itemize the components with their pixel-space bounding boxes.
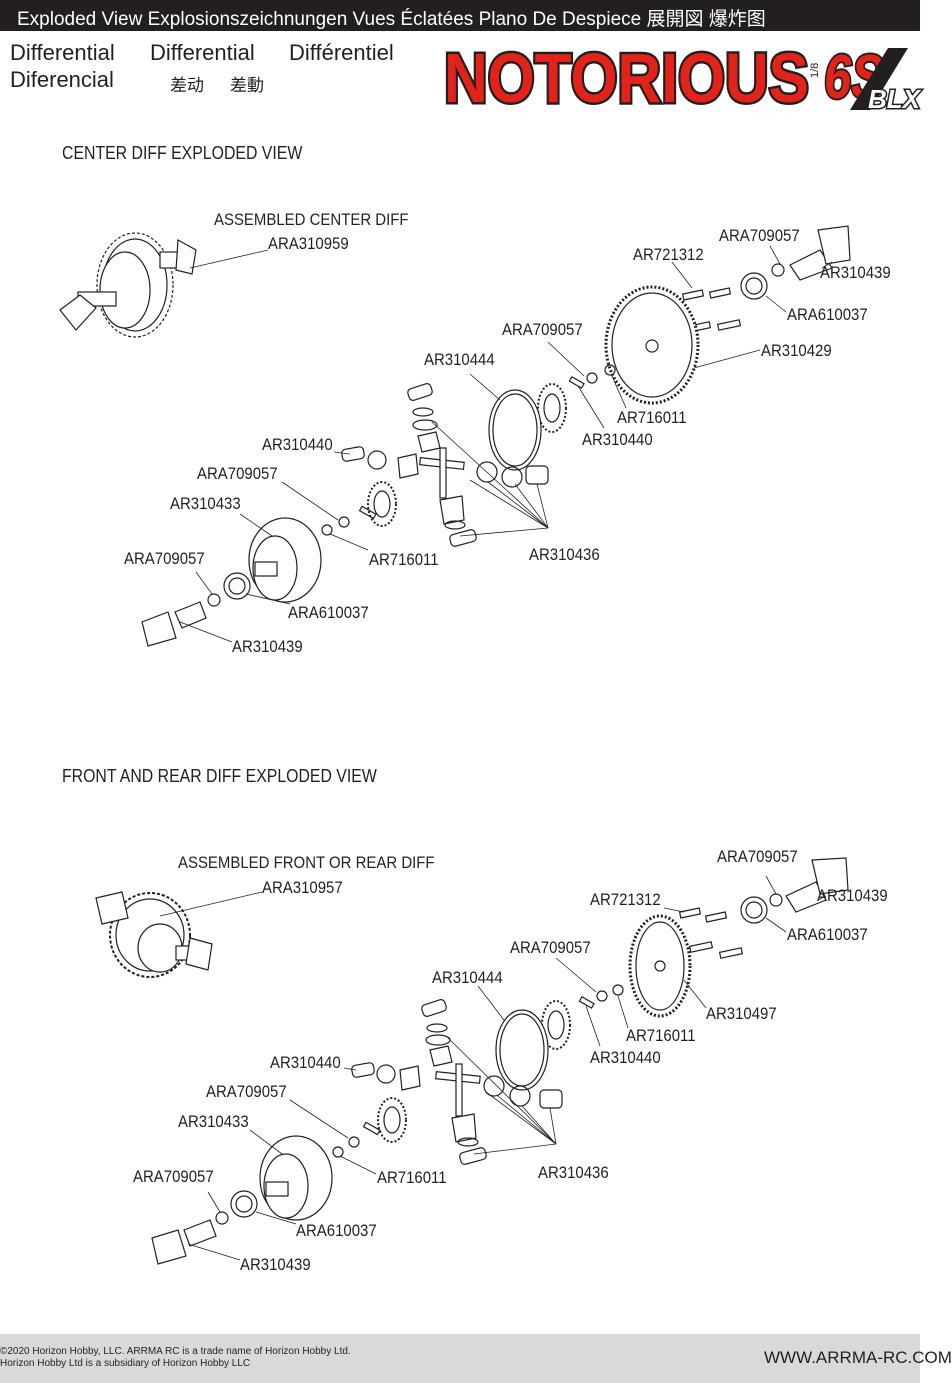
center-gasket <box>488 389 542 471</box>
fr-callout-AR310439-b: AR310439 <box>240 1255 311 1274</box>
fr-pin-left <box>362 1121 381 1136</box>
fr-callout-AR310433: AR310433 <box>178 1112 249 1131</box>
logo-suffix: BLX <box>868 84 922 114</box>
center-bearing-right <box>740 272 768 300</box>
fr-callout-ARA709057-c: ARA709057 <box>206 1082 287 1101</box>
center-assembled-label: ASSEMBLED CENTER DIFF <box>214 210 409 229</box>
center-diff-title: CENTER DIFF EXPLODED VIEW <box>62 143 303 163</box>
center-large-bevel-gear <box>537 383 567 433</box>
fr-callout-AR310444: AR310444 <box>432 968 503 987</box>
fr-callout-AR310436: AR310436 <box>538 1163 609 1182</box>
title-en: Differential <box>10 40 115 65</box>
fr-callout-ARA709057-b: ARA709057 <box>510 938 591 957</box>
center-callout-ARA709057-c: ARA709057 <box>197 464 278 483</box>
fr-callout-AR310440-a: AR310440 <box>590 1048 661 1067</box>
front-rear-diff-diagram <box>95 857 849 1265</box>
fr-gasket <box>495 1009 549 1091</box>
fr-callout-ARA310957: ARA310957 <box>262 878 343 897</box>
fr-callout-ARA709057-d: ARA709057 <box>133 1167 214 1186</box>
center-shim-left <box>338 516 350 528</box>
center-callout-ARA310959: ARA310959 <box>268 234 349 253</box>
center-callout-AR310439-b: AR310439 <box>232 637 303 656</box>
center-callout-AR721312: AR721312 <box>633 245 704 264</box>
center-washer-mid <box>586 372 598 384</box>
center-assembled-diff <box>59 232 197 338</box>
center-shim-outer <box>207 593 221 607</box>
center-callout-AR310429: AR310429 <box>761 341 832 360</box>
center-callout-ARA610037-a: ARA610037 <box>787 305 868 324</box>
logo-scale: 1/8 <box>809 63 821 78</box>
center-callout-AR310440-b: AR310440 <box>262 435 333 454</box>
center-washer-left <box>321 524 333 536</box>
header-bar: Exploded View Explosionszeichnungen Vues… <box>0 0 920 31</box>
title-fr: Différentiel <box>289 40 394 65</box>
fr-shim-mid <box>612 984 624 996</box>
fr-callout-ARA709057-a: ARA709057 <box>717 847 798 866</box>
fr-ring-gear <box>628 914 692 1018</box>
center-diff-case <box>248 517 322 603</box>
fr-callout-AR310440-b: AR310440 <box>270 1053 341 1072</box>
title-es: Diferencial <box>10 67 114 92</box>
fr-bearing-right <box>740 896 768 924</box>
logo-word: NOTORIOUS <box>444 39 809 117</box>
center-shim-mid <box>604 364 616 376</box>
fr-leader-lines <box>159 875 827 1261</box>
center-pin-mid <box>568 375 585 389</box>
fr-diff-case <box>259 1135 333 1221</box>
footer-website-link[interactable]: WWW.ARRMA-RC.COM <box>764 1348 952 1367</box>
fr-bearing-left <box>230 1190 258 1218</box>
front-rear-assembled-label: ASSEMBLED FRONT OR REAR DIFF <box>178 853 435 872</box>
fr-shim-left <box>348 1136 360 1148</box>
title-ja: 差動 <box>230 76 264 95</box>
fr-shim-right <box>769 893 783 907</box>
center-small-bevel-gear <box>367 481 397 527</box>
fr-screws <box>678 907 744 959</box>
center-callout-ARA709057-b: ARA709057 <box>502 320 583 339</box>
header-bar-text: Exploded View Explosionszeichnungen Vues… <box>17 9 766 30</box>
front-rear-diff-title: FRONT AND REAR DIFF EXPLODED VIEW <box>62 766 377 786</box>
center-diff-diagram <box>59 225 851 647</box>
center-callout-AR310439-a: AR310439 <box>820 263 891 282</box>
center-callout-AR310444: AR310444 <box>424 350 495 369</box>
title-zh: 差动 <box>170 76 204 95</box>
center-callout-AR310440-a: AR310440 <box>582 430 653 449</box>
logo-slash <box>850 48 908 110</box>
center-callout-AR310436: AR310436 <box>529 545 600 564</box>
center-spur-gear <box>604 285 700 405</box>
fr-output-cup-right <box>785 857 849 913</box>
title-de: Differential <box>150 40 255 65</box>
fr-callout-ARA610037-a: ARA610037 <box>787 925 868 944</box>
center-output-cup-left <box>141 601 207 647</box>
center-screws <box>681 287 742 333</box>
center-leader-lines <box>179 245 833 643</box>
center-callout-AR716011-b: AR716011 <box>369 550 439 569</box>
footer-copyright-line-2: Horizon Hobby Ltd is a subsidiary of Hor… <box>0 1358 251 1369</box>
fr-callout-ARA610037-b: ARA610037 <box>296 1221 377 1240</box>
center-shim-right <box>771 263 785 277</box>
center-bearing-left <box>223 572 251 600</box>
center-pin-left <box>358 505 377 520</box>
center-callout-ARA709057-d: ARA709057 <box>124 549 205 568</box>
fr-washer-mid <box>596 990 608 1002</box>
notorious-logo: NOTORIOUS 1/8 6S BLX <box>442 37 924 120</box>
fr-assembled-diff <box>95 891 213 978</box>
center-callout-ARA709057-a: ARA709057 <box>719 226 800 245</box>
fr-spider-gears <box>351 999 563 1165</box>
footer-bar <box>0 1334 920 1383</box>
fr-callout-AR721312: AR721312 <box>590 890 661 909</box>
fr-small-bevel-gear <box>377 1097 407 1143</box>
fr-callout-AR716011-b: AR716011 <box>377 1168 447 1187</box>
fr-callout-AR716011-a: AR716011 <box>626 1026 696 1045</box>
fr-callout-AR310497: AR310497 <box>706 1004 777 1023</box>
fr-pin-mid <box>578 995 595 1009</box>
fr-washer-left <box>332 1146 344 1158</box>
fr-callout-AR310439-a: AR310439 <box>817 886 888 905</box>
center-callout-AR310433: AR310433 <box>170 494 241 513</box>
center-output-cup-right <box>789 225 851 281</box>
fr-shim-outer <box>215 1211 229 1225</box>
footer-copyright-line-1: ©2020 Horizon Hobby, LLC. ARRMA RC is a … <box>0 1346 351 1357</box>
center-callout-ARA610037-b: ARA610037 <box>288 603 369 622</box>
center-callout-AR716011-a: AR716011 <box>617 408 687 427</box>
fr-output-cup-left <box>151 1219 217 1265</box>
